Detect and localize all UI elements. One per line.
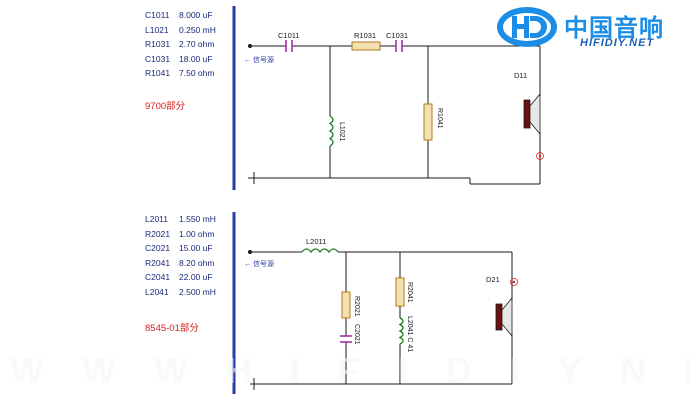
input-label-8545: ← 信号源 xyxy=(244,259,274,268)
label-r1031: R1031 xyxy=(354,31,376,40)
speaker-d11-icon xyxy=(523,92,541,136)
speaker-d21-icon xyxy=(495,296,513,338)
label-r2021: R2021 xyxy=(353,296,360,317)
inductor-l1021 xyxy=(328,115,334,147)
input-terminal-9700 xyxy=(248,44,252,48)
input-label-9700: ← 信号源 xyxy=(244,55,274,64)
logo-sub-text: HIFIDIY.NET xyxy=(580,37,655,49)
resistor-r1041 xyxy=(423,103,433,141)
capacitor-c1031 xyxy=(395,40,403,52)
inductor-l2011 xyxy=(301,248,339,254)
section-label-9700: 9700部分 xyxy=(145,101,186,112)
label-l2011: L2011 xyxy=(306,237,326,246)
logo-main-text: 中国音响 xyxy=(564,15,664,42)
resistor-r1031 xyxy=(351,41,381,51)
label-d21: D21 xyxy=(486,275,500,284)
site-logo: 中国音响 HIFIDIY.NET xyxy=(494,4,694,54)
label-d11: D11 xyxy=(514,71,527,80)
label-c1031: C1031 xyxy=(386,31,408,40)
watermark: WWWHIFIDIYNETCOM xyxy=(10,350,690,390)
label-r1041: R1041 xyxy=(436,108,443,129)
resistor-r2041 xyxy=(395,277,405,307)
capacitor-c1011 xyxy=(285,40,293,52)
label-c1011: C1011 xyxy=(278,31,300,40)
inductor-l2041 xyxy=(398,317,404,345)
resistor-r2021 xyxy=(341,291,351,319)
label-r2041: R2041 xyxy=(406,282,413,303)
section-label-8545: 8545-01部分 xyxy=(145,323,199,334)
hifidiy-logo-icon xyxy=(497,7,557,47)
capacitor-c2021 xyxy=(340,335,352,343)
input-terminal-8545 xyxy=(248,250,252,254)
label-l1021: L1021 xyxy=(338,122,345,142)
label-c2021: C2021 xyxy=(353,324,360,345)
circuit-9700 xyxy=(248,45,541,185)
label-l2041-c2041: L2041 C 41 xyxy=(406,316,413,352)
polarity-mark-icon xyxy=(536,152,544,160)
circuit-8545 xyxy=(250,251,513,390)
polarity-mark-icon xyxy=(510,278,518,286)
